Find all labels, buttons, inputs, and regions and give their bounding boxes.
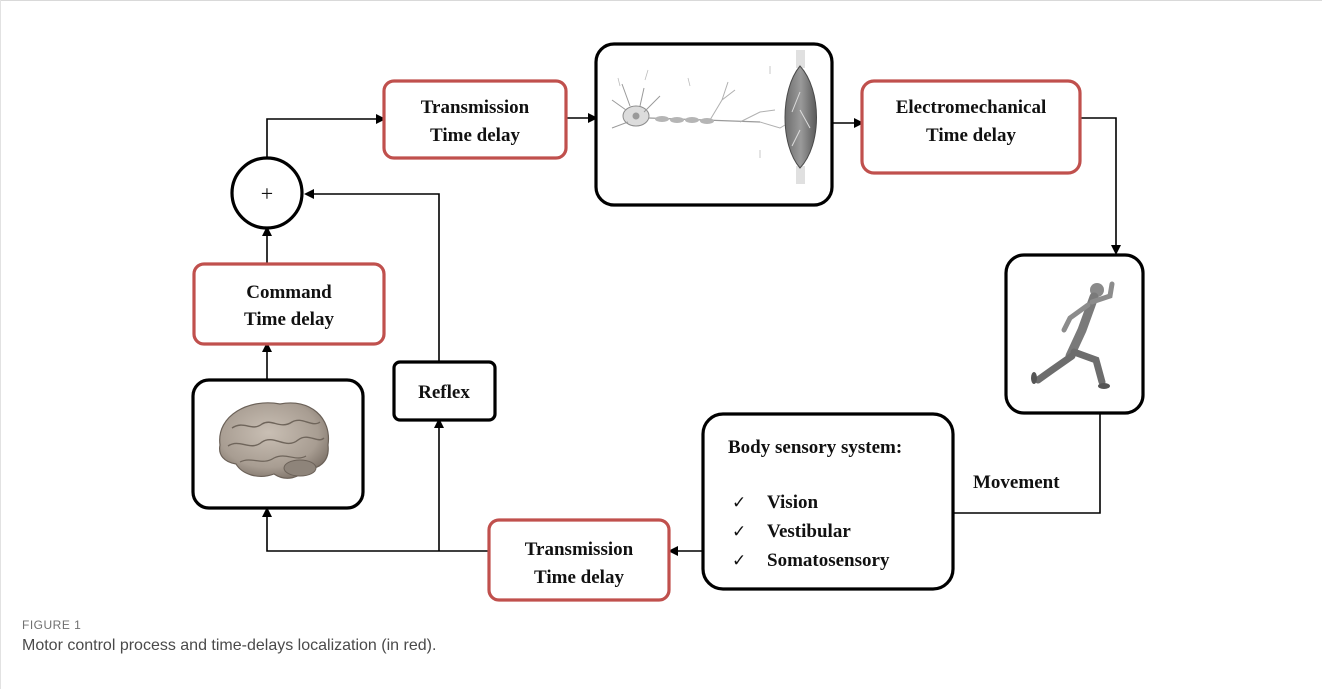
electromechanical-line2: Time delay <box>926 125 1016 146</box>
figure-caption: Motor control process and time-delays lo… <box>22 637 437 654</box>
top-divider <box>0 0 1322 1</box>
summing-junction <box>230 156 304 230</box>
arrow-electromechanical-to-runner <box>1080 117 1121 255</box>
command-delay-line2: Time delay <box>244 309 334 330</box>
reflex-box <box>392 360 497 422</box>
transmission-top-line1: Transmission <box>421 97 530 118</box>
movement-label: Movement <box>973 472 1060 493</box>
reflex-label: Reflex <box>418 382 470 403</box>
transmission-bottom-line1: Transmission <box>525 539 634 560</box>
command-delay-line1: Command <box>246 282 332 303</box>
check-icon: ✓ <box>732 551 746 571</box>
electromechanical-delay-box <box>860 79 1082 175</box>
electromechanical-line1: Electromechanical <box>896 97 1047 118</box>
sensory-item-vestibular: Vestibular <box>767 521 851 542</box>
transmission-top-box <box>382 79 568 160</box>
left-divider <box>0 0 1 689</box>
transmission-top-line2: Time delay <box>430 125 520 146</box>
arrow-reflex-to-sum <box>304 189 440 362</box>
arrow-runner-to-sensory <box>928 414 1101 518</box>
neuron-muscle-box <box>594 42 834 207</box>
motor-control-diagram: + Command Time delay Transmission Time d… <box>191 42 1145 602</box>
transmission-bottom-line2: Time delay <box>534 567 624 588</box>
sensory-title: Body sensory system: <box>728 437 902 458</box>
sensory-item-somatosensory: Somatosensory <box>767 550 890 571</box>
brain-illustration <box>219 402 330 479</box>
transmission-bottom-box <box>487 518 671 602</box>
sensory-system-box <box>701 412 955 591</box>
command-delay-box <box>192 262 386 346</box>
check-icon: ✓ <box>732 493 746 513</box>
neuron-illustration <box>611 66 791 158</box>
figure-label: FIGURE 1 <box>22 618 82 632</box>
runner-box <box>1004 253 1145 415</box>
muscle-illustration <box>784 50 817 184</box>
running-figure-illustration <box>1031 281 1115 389</box>
sensory-item-vision: Vision <box>767 492 818 513</box>
sum-symbol: + <box>261 181 273 206</box>
arrow-transmission-to-brain <box>262 507 489 552</box>
arrow-sum-to-transmission <box>266 114 386 158</box>
check-icon: ✓ <box>732 522 746 542</box>
